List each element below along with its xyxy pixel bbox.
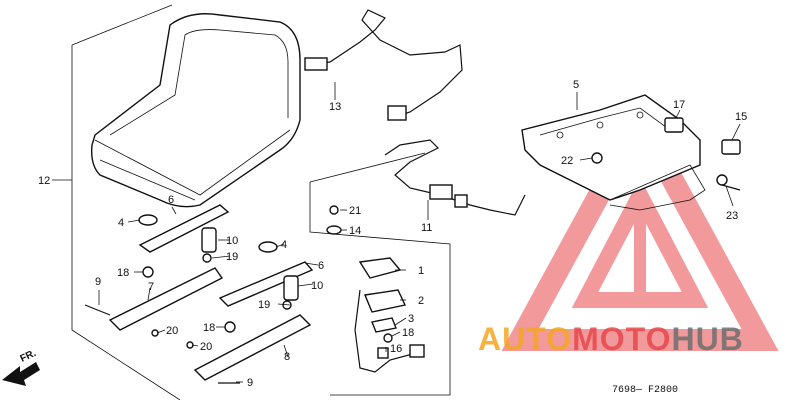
callout-10b: 10 xyxy=(311,280,323,292)
callout-20a: 20 xyxy=(166,325,178,337)
callout-19a: 19 xyxy=(226,251,238,263)
watermark-brand-part3: HUB xyxy=(671,321,743,357)
callout-6b: 6 xyxy=(318,260,324,272)
direction-label: FR. xyxy=(19,348,38,365)
small-hardware xyxy=(84,205,342,384)
callout-12: 12 xyxy=(38,175,50,187)
callout-19b: 19 xyxy=(258,299,270,311)
callout-18c: 18 xyxy=(402,327,414,339)
callout-2: 2 xyxy=(418,295,424,307)
callout-10a: 10 xyxy=(226,235,238,247)
callout-9b: 9 xyxy=(247,377,253,389)
watermark-brand-part2: MOTO xyxy=(572,321,671,357)
springs xyxy=(201,227,299,301)
callout-3: 3 xyxy=(408,313,414,325)
callout-8: 8 xyxy=(284,351,290,363)
callout-18a: 18 xyxy=(117,267,129,279)
wire-harness xyxy=(384,139,526,216)
callout-9a: 9 xyxy=(95,276,101,288)
callout-7: 7 xyxy=(148,281,154,293)
callout-4a: 4 xyxy=(118,217,124,229)
callout-16: 16 xyxy=(390,343,402,355)
seat-switch-bracket xyxy=(304,9,463,121)
callout-15: 15 xyxy=(735,111,747,123)
seat xyxy=(90,13,301,208)
watermark-logo xyxy=(501,97,779,351)
watermark-brand-part1: AUTO xyxy=(478,321,572,357)
callout-5: 5 xyxy=(573,79,579,91)
watermark-text: AUTOMOTOHUB xyxy=(478,321,744,357)
callout-11: 11 xyxy=(421,222,432,234)
callout-labels: 12 13 11 5 17 15 22 23 21 14 4 6 10 19 4… xyxy=(38,79,747,389)
callout-4b: 4 xyxy=(281,239,287,251)
callout-18b: 18 xyxy=(203,322,215,334)
callout-13: 13 xyxy=(329,101,341,113)
callout-23: 23 xyxy=(726,210,738,222)
direction-arrow xyxy=(2,362,40,386)
svg-text:AUTOMOTOHUB: AUTOMOTOHUB xyxy=(478,321,744,357)
callout-1: 1 xyxy=(418,265,424,277)
callout-22: 22 xyxy=(561,155,573,167)
callout-14: 14 xyxy=(349,225,361,237)
callout-6a: 6 xyxy=(168,194,174,206)
callout-20b: 20 xyxy=(200,341,212,353)
callout-17: 17 xyxy=(673,99,685,111)
figure-code: 7698— F2800 xyxy=(612,385,678,396)
seat-rails xyxy=(108,204,314,381)
group-outline xyxy=(71,4,451,400)
callout-21: 21 xyxy=(349,205,361,217)
seat-frame xyxy=(521,94,706,211)
leader-lines xyxy=(52,82,741,383)
